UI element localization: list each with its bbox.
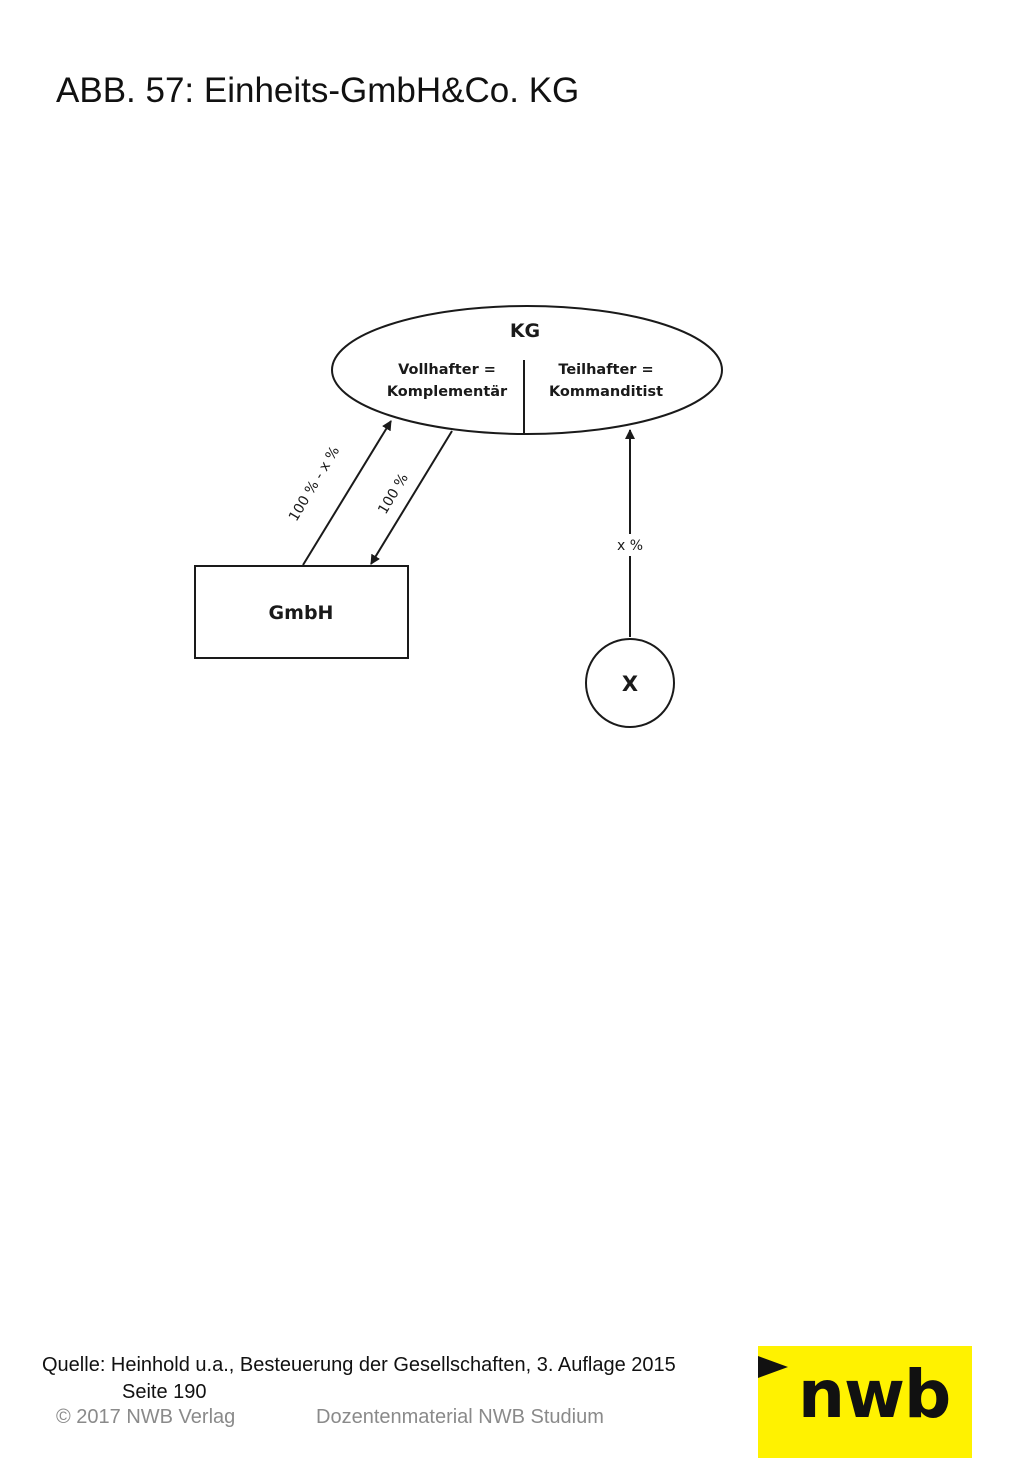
x-circle [585, 638, 675, 728]
gmbh-box [194, 565, 409, 659]
edge-label-bg [611, 534, 649, 556]
edge-gmbh-to-kg [302, 420, 392, 566]
edge-label-kg-to-gmbh: 100 % [375, 471, 412, 517]
gmbh-label: GmbH [269, 602, 334, 624]
x-label: X [622, 672, 638, 696]
source-line1: Quelle: Heinhold u.a., Besteuerung der G… [42, 1354, 676, 1376]
kg-right-line1: Teilhafter = [558, 362, 653, 378]
source-citation: Quelle: Heinhold u.a., Besteuerung der G… [42, 1352, 676, 1406]
kg-left-line2: Komplementär [387, 384, 508, 400]
gmbh-node: GmbH [194, 565, 409, 659]
kg-left-line1: Vollhafter = [398, 362, 496, 378]
logo-arrow-icon [758, 1356, 788, 1378]
logo-text: nwb [798, 1356, 951, 1433]
edge-label-x-to-kg: x % [617, 538, 643, 554]
footer-copyright: © 2017 NWB Verlag [56, 1406, 236, 1428]
nwb-logo: nwb [758, 1346, 972, 1458]
kg-label: KG [510, 320, 540, 342]
kg-node: KG Vollhafter = Komplementär Teilhafter … [331, 305, 723, 435]
page-title: ABB. 57: Einheits-GmbH&Co. KG [56, 71, 580, 110]
kg-ellipse [331, 305, 723, 435]
source-line2: Seite 190 [122, 1381, 207, 1403]
footer-material: Dozentenmaterial NWB Studium [316, 1406, 604, 1428]
edge-kg-to-gmbh [370, 430, 453, 565]
kg-right-line2: Kommanditist [549, 384, 663, 400]
x-node: X [585, 638, 675, 728]
